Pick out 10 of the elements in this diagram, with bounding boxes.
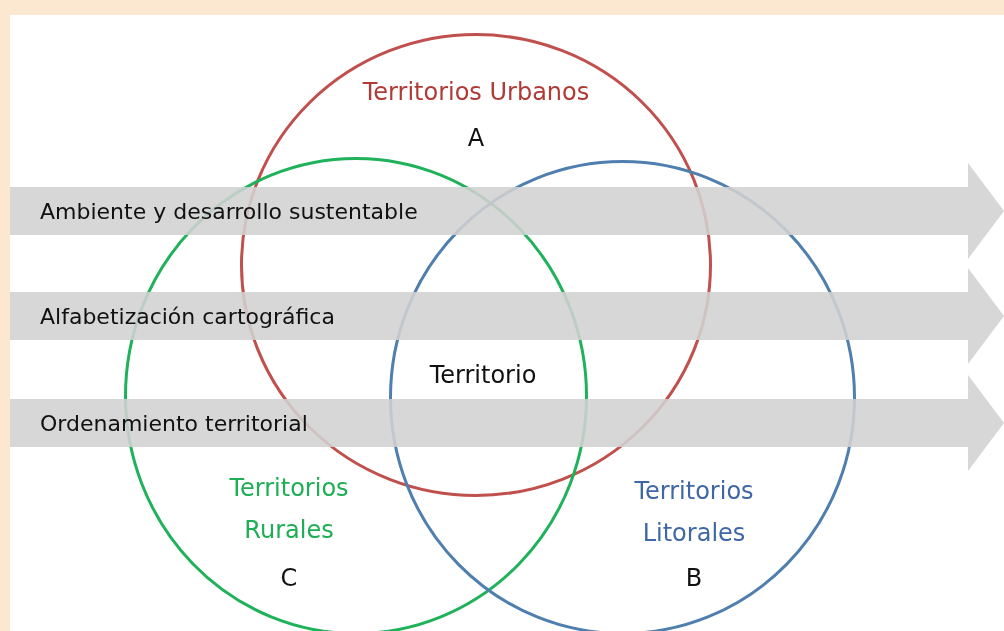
- banner-label: Ordenamiento territorial: [40, 409, 308, 438]
- region-title: Territorios Urbanos: [361, 77, 591, 108]
- banner-label: Alfabetización cartográfica: [40, 302, 335, 331]
- region-letter: C: [279, 563, 299, 594]
- banner-label: Ambiente y desarrollo sustentable: [40, 197, 418, 226]
- center-label: Territorio: [428, 360, 538, 391]
- region-title: Territorios Rurales: [228, 473, 350, 546]
- region-title: Territorios Litorales: [633, 476, 755, 549]
- region-letter: A: [466, 123, 486, 154]
- region-letter: B: [684, 563, 704, 594]
